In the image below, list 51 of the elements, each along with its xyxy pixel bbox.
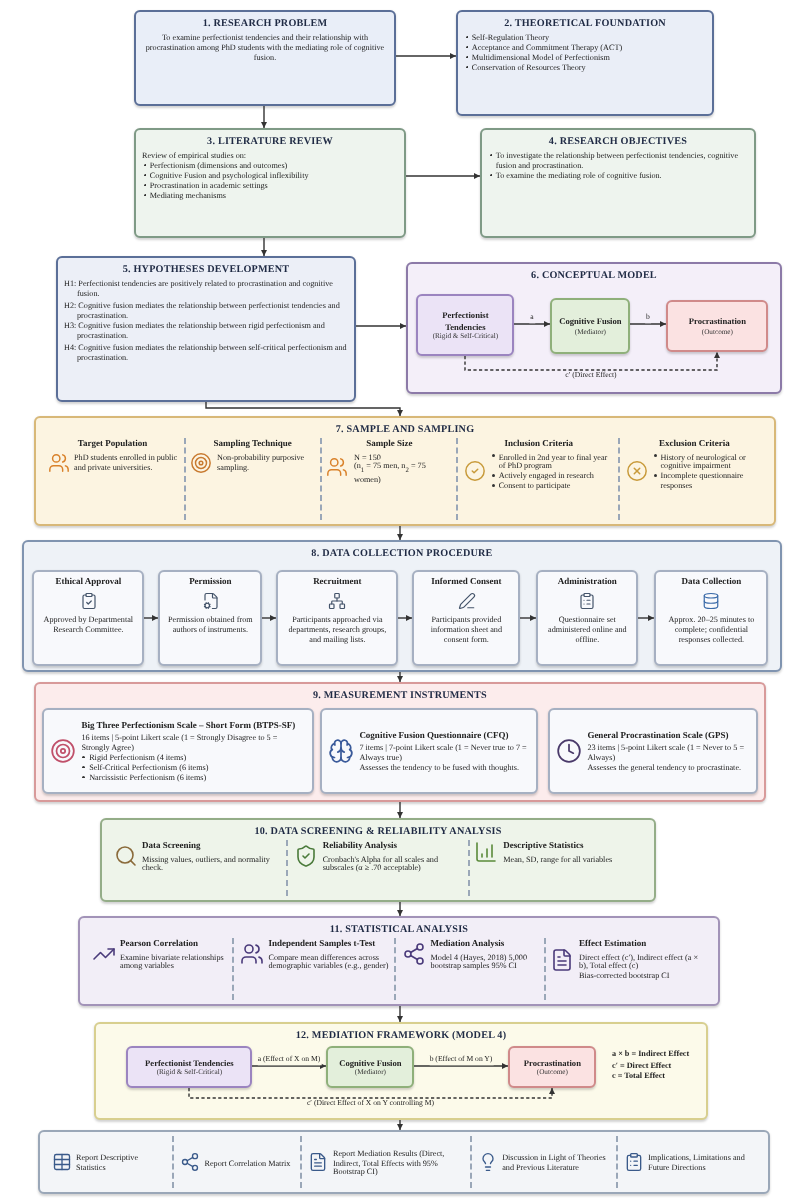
- step-box: [158, 570, 263, 667]
- step-box: [276, 570, 399, 667]
- step-box: [42, 708, 315, 795]
- step-box: [536, 570, 639, 667]
- arrow: [396, 901, 404, 917]
- arrow: [396, 1005, 404, 1023]
- dashed-arrow: [464, 351, 721, 371]
- section-box: [134, 10, 396, 106]
- section-box: [134, 128, 406, 238]
- step-box: [320, 708, 539, 795]
- section-panel: [78, 916, 720, 1006]
- step-box: [32, 570, 145, 667]
- variable-box: [508, 1046, 597, 1089]
- variable-box: [550, 298, 631, 355]
- section-panel: [34, 682, 766, 802]
- variable-box: [666, 300, 769, 353]
- arrow: [637, 614, 655, 622]
- section-panel: [94, 1022, 708, 1120]
- dashed-arrow: [188, 1087, 556, 1099]
- arrow: [629, 320, 667, 328]
- arrow: [260, 237, 268, 257]
- variable-box: [126, 1046, 253, 1089]
- section-box: [480, 128, 756, 238]
- arrow: [513, 320, 551, 328]
- arrow: [143, 614, 159, 622]
- arrow: [397, 614, 413, 622]
- arrow: [260, 105, 268, 129]
- summary-panel: [38, 1130, 770, 1194]
- arrow: [355, 322, 407, 330]
- arrow: [251, 1062, 327, 1070]
- arrow: [396, 671, 404, 683]
- variable-box: [326, 1046, 415, 1089]
- arrow: [396, 1119, 404, 1131]
- arrow: [205, 401, 404, 417]
- arrow: [519, 614, 537, 622]
- arrow: [396, 525, 404, 541]
- variable-box: [416, 294, 515, 357]
- arrow: [396, 801, 404, 819]
- arrow: [405, 172, 481, 180]
- section-panel: [22, 540, 782, 672]
- section-panel: [406, 262, 782, 394]
- section-box: [456, 10, 714, 116]
- section-panel: [34, 416, 776, 526]
- step-box: [548, 708, 759, 795]
- arrow: [395, 52, 457, 60]
- arrow: [261, 614, 277, 622]
- step-box: [412, 570, 521, 667]
- section-panel: [100, 818, 656, 902]
- step-box: [654, 570, 769, 667]
- arrow: [413, 1062, 509, 1070]
- section-box: [56, 256, 356, 402]
